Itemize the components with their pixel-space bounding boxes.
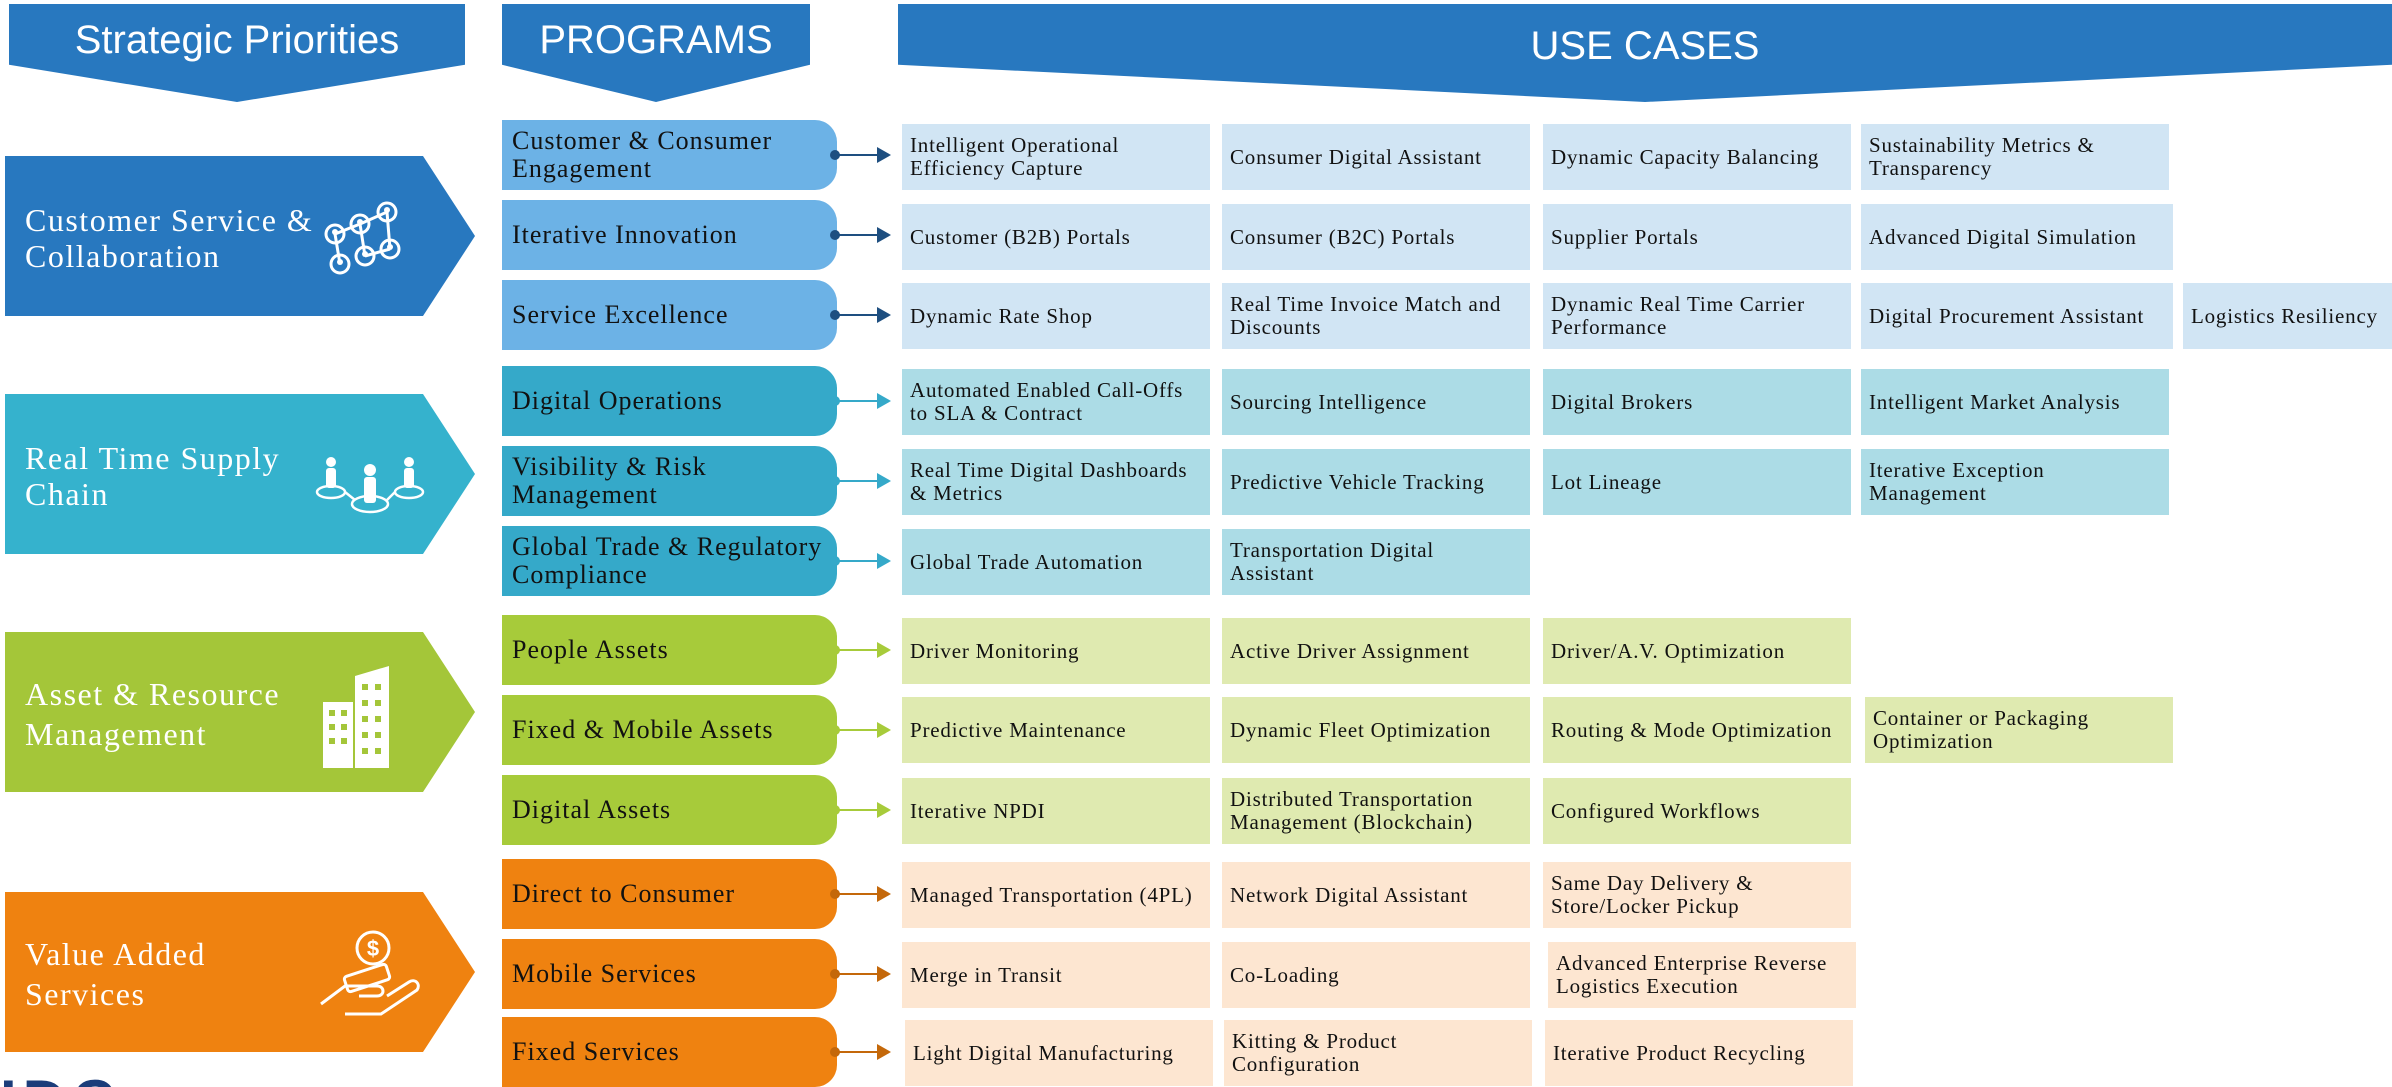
use-case: Transportation Digital Assistant <box>1222 529 1530 595</box>
connected-people-icon <box>315 457 425 514</box>
priority-label: Customer Service & Collaboration <box>25 202 314 274</box>
use-case: Container or Packaging Optimization <box>1865 697 2173 763</box>
priority-asset-resource: Asset & Resource Management <box>5 632 475 792</box>
use-case: Real Time Invoice Match and Discounts <box>1222 283 1530 349</box>
use-case: Advanced Enterprise Reverse Logistics Ex… <box>1548 942 1856 1008</box>
use-case: Advanced Digital Simulation <box>1861 204 2173 270</box>
use-case: Sustainability Metrics & Transparency <box>1861 124 2169 190</box>
use-case: Sourcing Intelligence <box>1222 369 1530 435</box>
use-case: Digital Brokers <box>1543 369 1851 435</box>
use-case: Light Digital Manufacturing <box>905 1020 1213 1086</box>
use-case: Co-Loading <box>1222 942 1530 1008</box>
use-case: Kitting & Product Configuration <box>1224 1020 1532 1086</box>
use-case: Dynamic Rate Shop <box>902 283 1210 349</box>
priority-customer-service: Customer Service & Collaboration <box>5 156 475 316</box>
use-case: Iterative Product Recycling <box>1545 1020 1853 1086</box>
program-digital-assets: Digital Assets <box>502 775 891 845</box>
use-case: Distributed Transportation Management (B… <box>1222 778 1530 844</box>
use-case: Intelligent Operational Efficiency Captu… <box>902 124 1210 190</box>
use-cases-header: USE CASES <box>898 4 2392 102</box>
network-people-icon <box>324 201 401 275</box>
program-fixed-services: Fixed Services <box>502 1017 891 1087</box>
use-case: Global Trade Automation <box>902 529 1210 595</box>
use-case: Intelligent Market Analysis <box>1861 369 2169 435</box>
priority-label: Value Added Services <box>25 936 206 1012</box>
use-case: Configured Workflows <box>1543 778 1851 844</box>
use-case: Dynamic Fleet Optimization <box>1222 697 1530 763</box>
program-iterative-innovation: Iterative Innovation <box>502 200 891 270</box>
use-case: Automated Enabled Call-Offs to SLA & Con… <box>902 369 1210 435</box>
use-case: Driver/A.V. Optimization <box>1543 618 1851 684</box>
program-mobile-services: Mobile Services <box>502 939 891 1009</box>
use-case: Same Day Delivery & Store/Locker Pickup <box>1543 862 1851 928</box>
priority-label: Real Time Supply Chain <box>25 440 281 512</box>
use-case: Managed Transportation (4PL) <box>902 862 1210 928</box>
use-case: Iterative Exception Management <box>1861 449 2169 515</box>
use-case: Real Time Digital Dashboards & Metrics <box>902 449 1210 515</box>
priority-label: Asset & Resource Management <box>25 676 281 752</box>
strategic-priorities-header: Strategic Priorities <box>9 4 465 102</box>
buildings-icon <box>323 666 389 768</box>
use-case: Logistics Resiliency <box>2183 283 2392 349</box>
priority-real-time-supply-chain: Real Time Supply Chain <box>5 394 475 554</box>
program-digital-operations: Digital Operations <box>502 366 891 436</box>
use-case: Consumer (B2C) Portals <box>1222 204 1530 270</box>
use-case: Driver Monitoring <box>902 618 1210 684</box>
use-case: Dynamic Real Time Carrier Performance <box>1543 283 1851 349</box>
program-customer-consumer-engagement: Customer & Consumer Engagement <box>502 120 891 190</box>
priority-value-added: Value Added Services $ <box>5 892 475 1052</box>
use-case: Lot Lineage <box>1543 449 1851 515</box>
program-fixed-mobile-assets: Fixed & Mobile Assets <box>502 695 891 765</box>
svg-text:$: $ <box>367 936 379 961</box>
use-case: Merge in Transit <box>902 942 1210 1008</box>
use-case: Digital Procurement Assistant <box>1861 283 2173 349</box>
use-case: Predictive Maintenance <box>902 697 1210 763</box>
programs-header: PROGRAMS <box>502 4 810 102</box>
use-case: Dynamic Capacity Balancing <box>1543 124 1851 190</box>
idc-logo: IDC <box>0 1072 240 1087</box>
program-global-trade: Global Trade & Regulatory Compliance <box>502 526 891 596</box>
use-case: Supplier Portals <box>1543 204 1851 270</box>
program-people-assets: People Assets <box>502 615 891 685</box>
program-visibility-risk: Visibility & Risk Management <box>502 446 891 516</box>
use-case: Predictive Vehicle Tracking <box>1222 449 1530 515</box>
program-service-excellence: Service Excellence <box>502 280 891 350</box>
use-case: Routing & Mode Optimization <box>1543 697 1851 763</box>
program-direct-to-consumer: Direct to Consumer <box>502 859 891 929</box>
use-case: Network Digital Assistant <box>1222 862 1530 928</box>
use-case: Active Driver Assignment <box>1222 618 1530 684</box>
use-case: Customer (B2B) Portals <box>902 204 1210 270</box>
hand-money-icon: $ <box>320 930 420 1016</box>
use-case: Consumer Digital Assistant <box>1222 124 1530 190</box>
use-case: Iterative NPDI <box>902 778 1210 844</box>
